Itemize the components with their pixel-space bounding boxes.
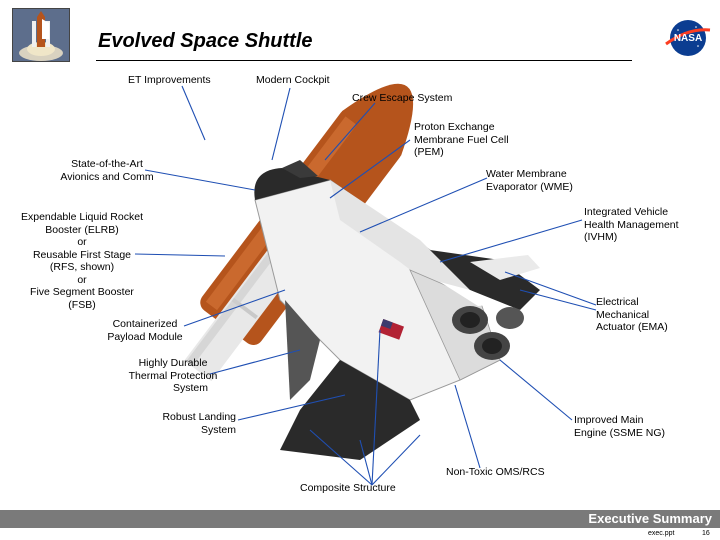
label-ivhm-line: Health Management bbox=[584, 219, 679, 232]
label-elrb-line: Five Segment Booster bbox=[12, 286, 152, 299]
footer-page-number: 16 bbox=[702, 530, 710, 537]
label-ssme-line: Engine (SSME NG) bbox=[574, 427, 665, 440]
label-oms-rcs: Non-Toxic OMS/RCS bbox=[446, 466, 545, 479]
label-elrb-line: Booster (ELRB) bbox=[12, 224, 152, 237]
label-ema-line: Actuator (EMA) bbox=[596, 321, 668, 334]
label-elrb-line: (RFS, shown) bbox=[12, 261, 152, 274]
label-elrb-line: Reusable First Stage bbox=[12, 249, 152, 262]
label-et-improvements: ET Improvements bbox=[128, 74, 211, 87]
label-elrb-line: or bbox=[12, 236, 152, 249]
label-ema-line: Electrical bbox=[596, 296, 668, 309]
label-avionics-line: State-of-the-Art bbox=[52, 158, 162, 171]
label-elrb-line: Expendable Liquid Rocket bbox=[12, 211, 152, 224]
label-pem: Proton Exchange Membrane Fuel Cell (PEM) bbox=[414, 121, 509, 159]
label-landing-line: Robust Landing bbox=[140, 411, 236, 424]
label-landing-system: Robust Landing System bbox=[140, 411, 236, 436]
label-pem-line: Membrane Fuel Cell bbox=[414, 134, 509, 147]
label-payload-line: Containerized bbox=[100, 318, 190, 331]
label-pem-line: (PEM) bbox=[414, 146, 509, 159]
label-ssme-line: Improved Main bbox=[574, 414, 665, 427]
label-ema: Electrical Mechanical Actuator (EMA) bbox=[596, 296, 668, 334]
label-elrb-line: (FSB) bbox=[12, 299, 152, 312]
label-wme-line: Water Membrane bbox=[486, 168, 573, 181]
label-elrb-line: or bbox=[12, 274, 152, 287]
label-ssme: Improved Main Engine (SSME NG) bbox=[574, 414, 665, 439]
label-crew-escape-system: Crew Escape System bbox=[352, 92, 452, 105]
label-tps-line: Highly Durable bbox=[110, 357, 236, 370]
label-composite-structure: Composite Structure bbox=[300, 482, 396, 495]
label-avionics: State-of-the-Art Avionics and Comm bbox=[52, 158, 162, 183]
label-tps-line: Thermal Protection bbox=[110, 370, 236, 383]
label-tps: Highly Durable Thermal Protection System bbox=[110, 357, 236, 395]
label-elrb: Expendable Liquid Rocket Booster (ELRB) … bbox=[12, 211, 152, 311]
label-ema-line: Mechanical bbox=[596, 309, 668, 322]
label-pem-line: Proton Exchange bbox=[414, 121, 509, 134]
label-landing-line: System bbox=[140, 424, 236, 437]
label-ivhm-line: Integrated Vehicle bbox=[584, 206, 679, 219]
label-payload-line: Payload Module bbox=[100, 331, 190, 344]
label-avionics-line: Avionics and Comm bbox=[52, 171, 162, 184]
label-wme-line: Evaporator (WME) bbox=[486, 181, 573, 194]
footer-title: Executive Summary bbox=[588, 510, 712, 528]
footer-filename: exec.ppt bbox=[648, 530, 674, 537]
label-ivhm: Integrated Vehicle Health Management (IV… bbox=[584, 206, 679, 244]
orbiter bbox=[254, 160, 540, 460]
label-wme: Water Membrane Evaporator (WME) bbox=[486, 168, 573, 193]
label-payload-module: Containerized Payload Module bbox=[100, 318, 190, 343]
label-ivhm-line: (IVHM) bbox=[584, 231, 679, 244]
label-modern-cockpit: Modern Cockpit bbox=[256, 74, 330, 87]
label-tps-line: System bbox=[110, 382, 236, 395]
